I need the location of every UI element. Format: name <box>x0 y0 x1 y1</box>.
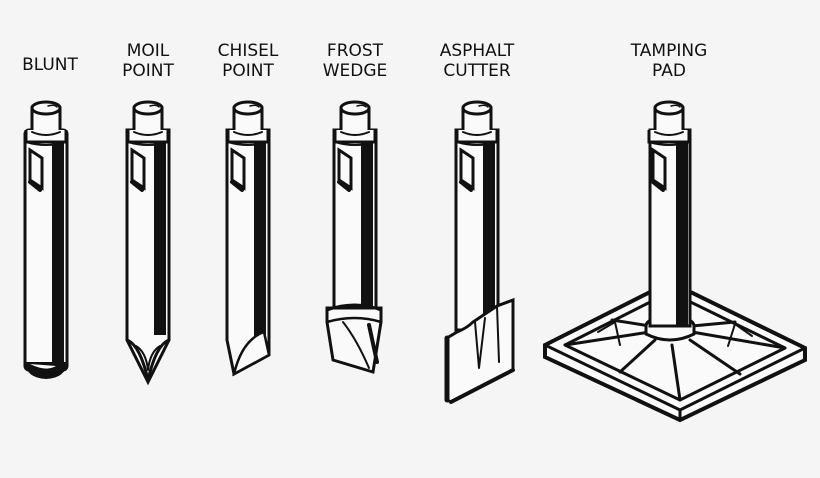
label-chisel-point: CHISEL POINT <box>218 41 279 81</box>
label-chisel-point-line-2: POINT <box>222 61 274 81</box>
label-blunt: BLUNT <box>22 55 78 75</box>
label-frost-wedge: FROST WEDGE <box>323 41 388 81</box>
label-frost-wedge-line-2: WEDGE <box>322 61 388 81</box>
blunt-bit-icon <box>23 100 69 379</box>
label-moil-point-line-1: MOIL <box>126 41 170 61</box>
label-asphalt-cutter: ASPHALT CUTTER <box>440 41 515 81</box>
label-moil-point-line-2: POINT <box>122 61 174 81</box>
moil-point-bit-icon <box>125 100 171 386</box>
tamping-pad-bit-icon <box>543 100 807 423</box>
frost-wedge-bit-icon <box>325 100 383 374</box>
label-asphalt-cutter-line-2: CUTTER <box>443 61 511 81</box>
label-frost-wedge-line-1: FROST <box>326 41 384 61</box>
label-moil-point: MOIL POINT <box>122 41 174 81</box>
label-tamping-pad-line-2: PAD <box>652 61 686 81</box>
label-chisel-point-line-1: CHISEL <box>217 41 279 61</box>
label-asphalt-cutter-line-1: ASPHALT <box>439 41 515 61</box>
label-blunt-line-1: BLUNT <box>22 55 78 75</box>
label-tamping-pad-line-1: TAMPING <box>630 41 708 61</box>
asphalt-cutter-bit-icon <box>444 100 515 404</box>
label-tamping-pad: TAMPING PAD <box>631 41 708 81</box>
chisel-point-bit-icon <box>225 100 271 377</box>
